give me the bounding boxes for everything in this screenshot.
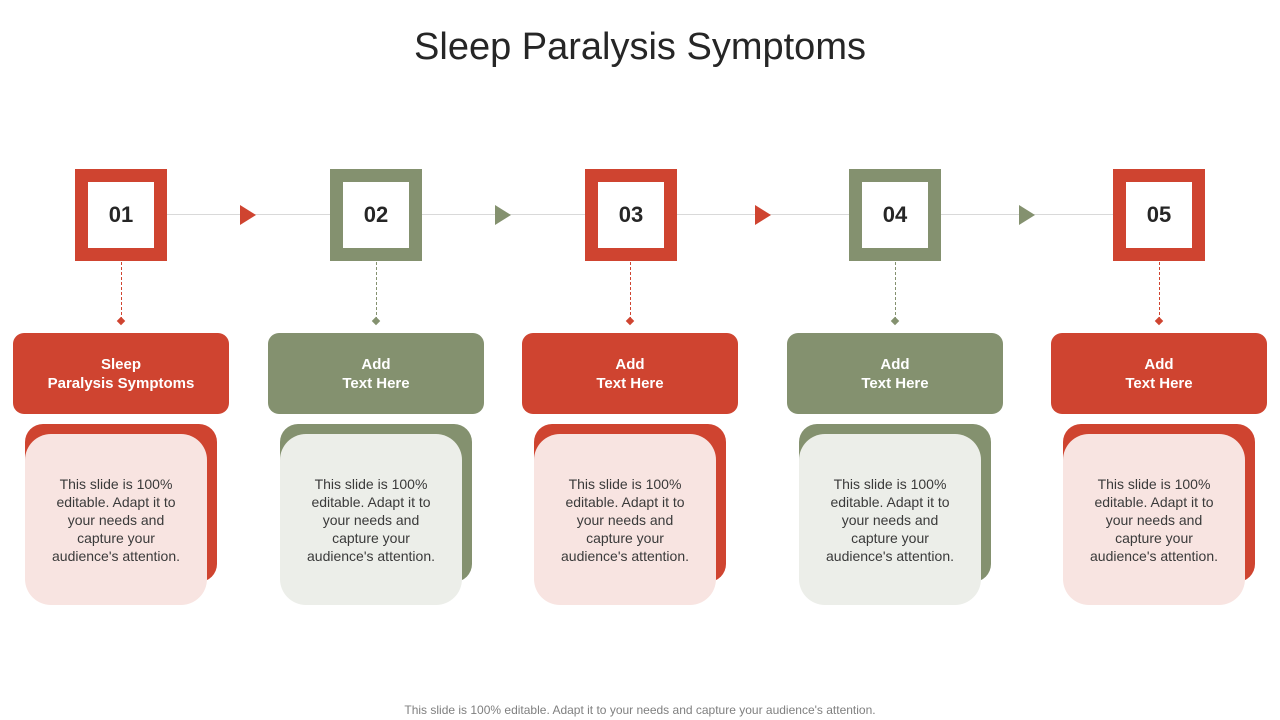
- step-3: 03 Add Text Here This slide is 100% edit…: [522, 169, 738, 609]
- step-label: Add Text Here: [1125, 355, 1193, 392]
- step-description: This slide is 100% editable. Adapt it to…: [52, 475, 180, 564]
- step-description-card: This slide is 100% editable. Adapt it to…: [25, 434, 207, 605]
- step-label-box: Add Text Here: [522, 333, 738, 414]
- step-label: Add Text Here: [596, 355, 664, 392]
- step-number-box: 02: [330, 169, 422, 261]
- diamond-marker: [625, 316, 635, 326]
- diamond-marker: [371, 316, 381, 326]
- arrow-right-icon: [495, 205, 511, 225]
- footer-note: This slide is 100% editable. Adapt it to…: [404, 703, 876, 717]
- step-number: 04: [882, 202, 908, 227]
- step-5: 05 Add Text Here This slide is 100% edit…: [1051, 169, 1267, 609]
- step-number-box: 04: [849, 169, 941, 261]
- step-number: 05: [1146, 202, 1172, 227]
- step-description: This slide is 100% editable. Adapt it to…: [1090, 475, 1218, 564]
- step-label-box: Add Text Here: [1051, 333, 1267, 414]
- dashed-connector: [1159, 262, 1160, 320]
- step-2: 02 Add Text Here This slide is 100% edit…: [268, 169, 484, 609]
- diamond-marker: [116, 316, 126, 326]
- step-description-card: This slide is 100% editable. Adapt it to…: [799, 434, 981, 605]
- diamond-marker: [1154, 316, 1164, 326]
- dashed-connector: [121, 262, 122, 320]
- step-label: Add Text Here: [342, 355, 410, 392]
- arrow-right-icon: [240, 205, 256, 225]
- step-number-box: 03: [585, 169, 677, 261]
- step-description-card: This slide is 100% editable. Adapt it to…: [1063, 434, 1245, 605]
- step-description: This slide is 100% editable. Adapt it to…: [561, 475, 689, 564]
- step-label: Add Text Here: [861, 355, 929, 392]
- step-number: 03: [618, 202, 644, 227]
- page-title: Sleep Paralysis Symptoms: [414, 26, 866, 68]
- step-description: This slide is 100% editable. Adapt it to…: [826, 475, 954, 564]
- step-description-card: This slide is 100% editable. Adapt it to…: [280, 434, 462, 605]
- step-label-box: Sleep Paralysis Symptoms: [13, 333, 229, 414]
- dashed-connector: [895, 262, 896, 320]
- step-description: This slide is 100% editable. Adapt it to…: [307, 475, 435, 564]
- step-number: 02: [363, 202, 389, 227]
- step-number: 01: [108, 202, 134, 227]
- step-label-box: Add Text Here: [268, 333, 484, 414]
- step-label-box: Add Text Here: [787, 333, 1003, 414]
- step-4: 04 Add Text Here This slide is 100% edit…: [787, 169, 1003, 609]
- arrow-right-icon: [1019, 205, 1035, 225]
- step-label: Sleep Paralysis Symptoms: [47, 355, 195, 392]
- dashed-connector: [376, 262, 377, 320]
- step-number-box: 01: [75, 169, 167, 261]
- diamond-marker: [890, 316, 900, 326]
- step-description-card: This slide is 100% editable. Adapt it to…: [534, 434, 716, 605]
- step-1: 01 Sleep Paralysis Symptoms This slide i…: [13, 169, 229, 609]
- step-number-box: 05: [1113, 169, 1205, 261]
- dashed-connector: [630, 262, 631, 320]
- arrow-right-icon: [755, 205, 771, 225]
